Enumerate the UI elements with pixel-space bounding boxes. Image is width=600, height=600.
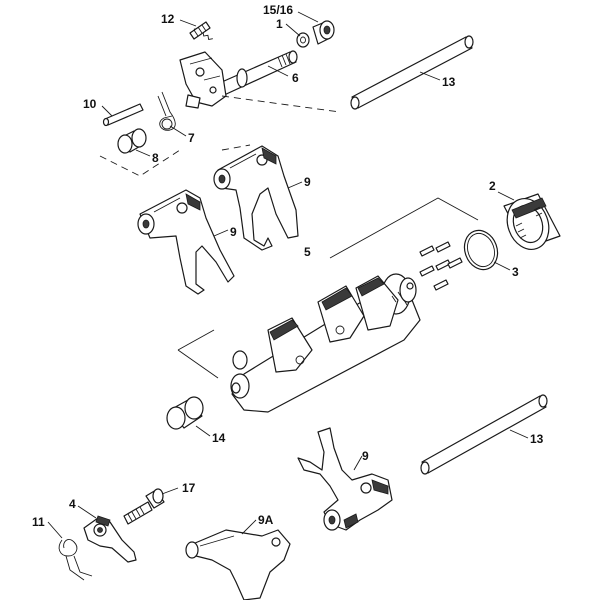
label-15-16: 15/16 bbox=[263, 3, 293, 17]
label-5: 5 bbox=[304, 245, 311, 259]
part-5-bracket-lines bbox=[177, 197, 479, 379]
part-4-lever bbox=[83, 515, 137, 563]
part-7-spring-clip bbox=[157, 91, 176, 131]
part-3-snap-ring bbox=[463, 229, 499, 271]
part-9A-fork bbox=[185, 529, 291, 600]
part-14-bushing bbox=[166, 396, 204, 430]
label-9-lower: 9 bbox=[362, 449, 369, 463]
label-3: 3 bbox=[512, 265, 519, 279]
callout-labels: 12 15/16 1 6 10 7 8 13 9 9 5 2 3 14 13 9… bbox=[32, 3, 544, 529]
part-5-drum-pins bbox=[419, 241, 463, 291]
label-13-lower: 13 bbox=[530, 432, 544, 446]
part-13-rail-lower bbox=[420, 394, 548, 475]
label-9-left: 9 bbox=[230, 225, 237, 239]
part-1-washer bbox=[296, 32, 310, 48]
label-8: 8 bbox=[152, 151, 159, 165]
part-11-spring bbox=[58, 539, 93, 581]
leader-lines bbox=[47, 11, 529, 539]
label-11: 11 bbox=[32, 515, 45, 529]
label-12: 12 bbox=[161, 12, 175, 26]
part-13-rail-upper bbox=[350, 35, 474, 110]
label-2: 2 bbox=[489, 179, 496, 193]
label-9A: 9A bbox=[258, 513, 274, 527]
part-17-bolt bbox=[123, 488, 165, 525]
label-14: 14 bbox=[212, 431, 226, 445]
label-13-upper: 13 bbox=[442, 75, 456, 89]
label-1: 1 bbox=[276, 17, 283, 31]
part-2-bearing bbox=[503, 193, 561, 250]
part-10-pin bbox=[102, 103, 144, 127]
reference-line-8 bbox=[99, 149, 181, 177]
part-5-shift-drum bbox=[230, 273, 421, 413]
label-7: 7 bbox=[188, 131, 195, 145]
part-12-spring bbox=[189, 21, 213, 40]
part-15-16-bearing bbox=[312, 20, 335, 45]
label-17: 17 bbox=[182, 481, 196, 495]
part-9-fork-upper bbox=[213, 145, 299, 251]
part-9-fork-lower bbox=[297, 427, 393, 531]
label-10: 10 bbox=[83, 97, 97, 111]
label-6: 6 bbox=[292, 71, 299, 85]
part-9-fork-left bbox=[137, 189, 235, 295]
label-9-upper: 9 bbox=[304, 175, 311, 189]
reference-line-9 bbox=[221, 144, 251, 151]
part-8-bushing bbox=[117, 128, 147, 154]
label-4: 4 bbox=[69, 497, 76, 511]
reference-line-6 bbox=[221, 95, 341, 113]
part-6-shift-shaft bbox=[179, 50, 298, 109]
